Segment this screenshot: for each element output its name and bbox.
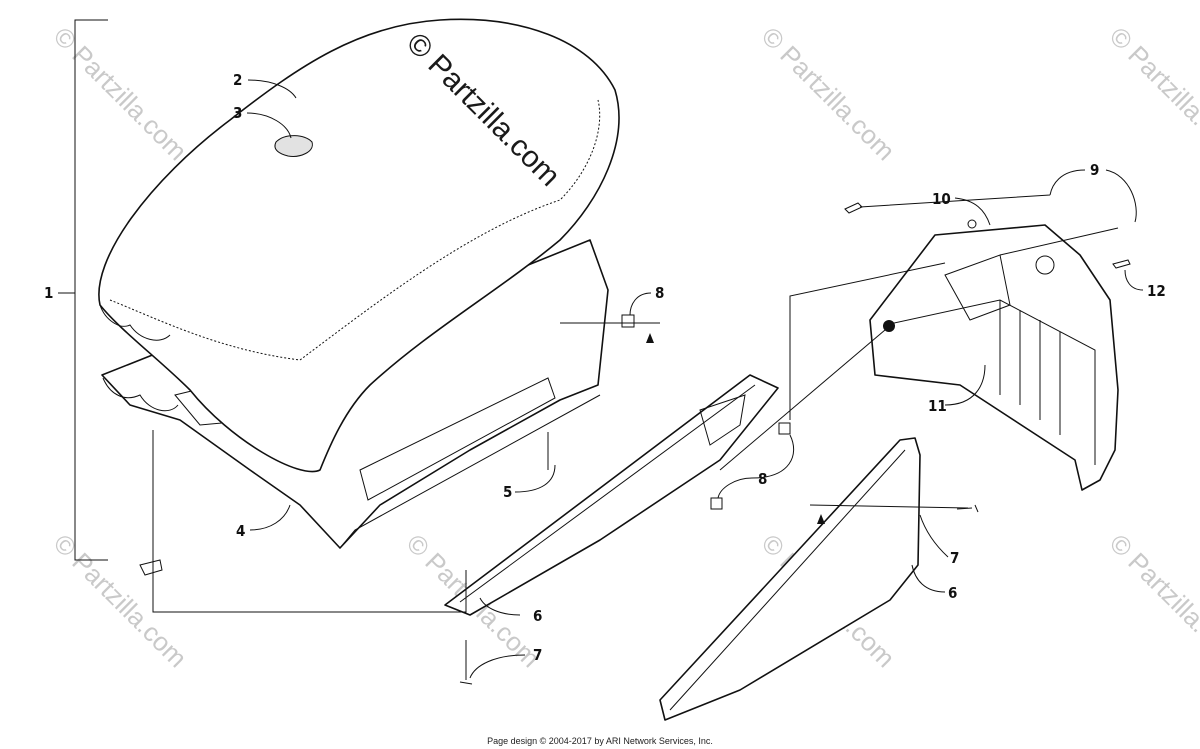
watermark-tile: © Partzilla.com: [48, 528, 193, 673]
watermark-tile: © Partzilla.com: [1104, 528, 1200, 673]
callout-6-left: 6: [533, 607, 542, 625]
seat-front-grip: [99, 304, 171, 341]
callout-7-right: 7: [950, 549, 959, 567]
rear-panel-plate: [944, 254, 1011, 321]
assembly-bracket: [74, 19, 108, 561]
leader-line: [919, 514, 949, 558]
callout-3: 3: [233, 104, 242, 122]
push-rivet-part: [956, 504, 979, 513]
callout-labels: 1 2 3 4 5 6 6 7 7 8 8 9 10 11 12: [44, 71, 1166, 664]
leader-line: [859, 169, 1086, 208]
assembly-lines: [152, 227, 1119, 613]
seat-base-edge: [339, 394, 601, 549]
callout-1: 1: [44, 284, 53, 302]
leader-line: [479, 597, 521, 616]
callout-6-right: 6: [948, 584, 957, 602]
clip-nut-part: [621, 314, 635, 328]
leader-line: [1124, 269, 1144, 291]
leader-line: [954, 197, 991, 226]
direction-arrow: [817, 514, 825, 524]
seat-patch-part: [274, 135, 313, 157]
leader-line: [911, 564, 946, 593]
leader-line: [629, 292, 652, 316]
right-trim-edge: [669, 449, 906, 711]
fasteners: [459, 202, 1131, 685]
seat-assembly: [98, 18, 620, 576]
left-rail-part: [444, 374, 779, 616]
clip-nut-part: [778, 422, 791, 435]
assembly-line: [719, 329, 886, 471]
leader-line: [751, 434, 795, 479]
callout-11: 11: [928, 397, 947, 415]
screw-part: [844, 202, 863, 214]
left-rail-edge: [459, 384, 756, 603]
rear-panel-hole: [1035, 255, 1055, 275]
leader-line: [469, 654, 526, 679]
watermark-tile: © Partzilla.com: [756, 21, 901, 166]
page-footer: Page design © 2004-2017 by ARI Network S…: [487, 736, 713, 746]
left-side-rail: [444, 374, 779, 616]
seat-stitch-line: [109, 99, 601, 361]
clip-nut-part: [710, 497, 723, 510]
callout-2: 2: [233, 71, 242, 89]
seat-front-grip-lower: [102, 377, 179, 412]
direction-arrow: [646, 333, 654, 343]
seat-base-window: [359, 377, 556, 501]
leader-line: [1105, 169, 1137, 223]
callout-5: 5: [503, 483, 512, 501]
callout-7-left: 7: [533, 646, 542, 664]
push-rivet-part: [459, 640, 473, 685]
callout-leaders: [246, 79, 1144, 679]
leader-line: [247, 79, 297, 99]
rear-panel-inner: [884, 299, 1096, 465]
rear-panel: [869, 224, 1119, 491]
callout-8-upper: 8: [655, 284, 664, 302]
right-side-trim: [659, 437, 921, 721]
leader-line: [246, 112, 292, 139]
seat-cushion-part: [98, 18, 620, 473]
callout-8-lower: 8: [758, 470, 767, 488]
screw-part: [1112, 259, 1131, 269]
screw-part: [967, 219, 977, 229]
leader-line: [944, 364, 986, 406]
leader-line: [249, 504, 291, 531]
callout-12: 12: [1147, 282, 1166, 300]
rear-panel-ribs: [999, 300, 1061, 435]
assembly-line: [809, 504, 969, 509]
seat-rivet: [139, 559, 163, 576]
leader-line: [717, 477, 753, 499]
assembly-line: [152, 430, 467, 613]
assembly-line: [789, 262, 946, 420]
watermark-tile: © Partzilla.com: [1104, 21, 1200, 166]
assembly-line: [999, 227, 1119, 256]
grommet-part: [883, 320, 895, 332]
watermark-tile: © Partzilla.com: [48, 21, 193, 166]
callout-10: 10: [932, 190, 951, 208]
rear-panel-part: [869, 224, 1119, 491]
callout-9: 9: [1090, 161, 1099, 179]
left-rail-bracket: [699, 394, 746, 446]
callout-4: 4: [236, 522, 245, 540]
leader-line: [514, 464, 556, 493]
